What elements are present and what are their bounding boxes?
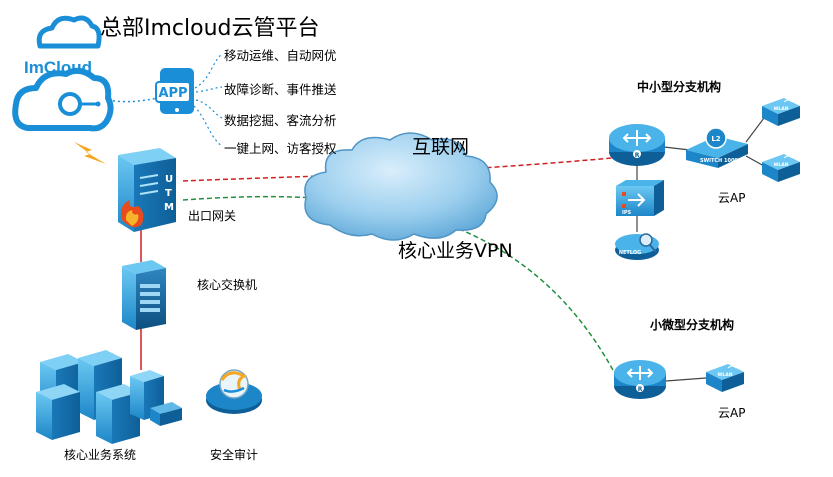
security-audit-label: 安全审计 xyxy=(210,448,259,462)
small-branch-router: R xyxy=(614,360,666,399)
security-audit-device xyxy=(206,369,262,414)
switch-tag-switch: SWITCH xyxy=(700,158,722,164)
utm-tag-m: M xyxy=(164,202,174,213)
small-router-to-ap-link xyxy=(665,377,707,382)
feature-item-1: 移动运维、自动网优 xyxy=(224,48,337,63)
switch-to-ap2-link xyxy=(745,155,765,167)
svg-text:R: R xyxy=(635,152,640,159)
wifi-icon-3 xyxy=(727,365,737,369)
small-branch-title: 小微型分支机构 xyxy=(650,318,735,332)
magnifier-icon xyxy=(639,233,653,247)
netlog-device: NETLOG xyxy=(615,233,659,260)
medium-ap-1: WLAN xyxy=(762,98,800,126)
feature-item-2: 故障诊断、事件推送 xyxy=(224,82,337,97)
small-branch-ap-label: 云AP xyxy=(718,406,746,420)
medium-branch-title: 中小型分支机构 xyxy=(637,80,722,94)
core-systems-servers xyxy=(36,350,182,444)
small-ap: WLAN xyxy=(706,364,744,392)
medium-branch-ap-label: 云AP xyxy=(718,191,746,205)
ips-tag: IPS xyxy=(622,210,632,216)
app-feature-dotted-3 xyxy=(195,99,223,119)
utm-tag-u: U xyxy=(165,174,173,185)
vpn-label: 核心业务VPN xyxy=(398,240,513,262)
wlan-tag-1: WLAN xyxy=(773,106,788,112)
wlan-tag-2: WLAN xyxy=(773,162,788,168)
switch-tag-speed: 1000M xyxy=(724,158,743,164)
netlog-tag: NETLOG xyxy=(619,250,641,256)
audit-swirl-icon xyxy=(220,371,248,391)
l2-switch-device: L2 SWITCH 1000M xyxy=(686,127,748,168)
small-router-arrows-icon xyxy=(626,366,654,380)
imcloud-logo: ImCloud xyxy=(12,15,114,132)
utm-gateway-device: U T M xyxy=(118,148,176,232)
router-to-switch-link xyxy=(663,146,691,151)
medium-branch-router: R xyxy=(609,124,665,166)
medium-ap-2: WLAN xyxy=(762,154,800,182)
small-cloud-icon xyxy=(36,15,102,49)
wifi-icon-1 xyxy=(783,99,793,103)
feature-item-4: 一键上网、访客授权 xyxy=(224,141,337,156)
large-cloud-icon xyxy=(12,67,114,132)
app-feature-dotted-2 xyxy=(195,86,223,93)
core-systems-label: 核心业务系统 xyxy=(64,448,137,462)
core-switch-device xyxy=(122,260,166,330)
internet-label: 互联网 xyxy=(412,136,470,158)
svg-text:R: R xyxy=(638,386,643,393)
app-phone-icon: APP xyxy=(155,68,194,114)
ips-arrow-icon xyxy=(628,193,646,207)
switch-to-ap1-link xyxy=(745,117,765,143)
cloud-node-icon xyxy=(58,92,82,116)
app-feature-dotted-1 xyxy=(194,53,223,89)
wifi-icon-2 xyxy=(783,155,793,159)
utm-tag-t: T xyxy=(165,188,172,199)
platform-title: 总部Imcloud云管平台 xyxy=(100,16,320,41)
router-arrows-icon xyxy=(622,130,652,146)
wlan-tag-3: WLAN xyxy=(717,372,732,378)
internet-cloud xyxy=(304,132,498,241)
core-switch-label: 核心交换机 xyxy=(197,278,258,292)
app-badge-text: APP xyxy=(158,86,187,101)
lightning-icon xyxy=(74,142,106,164)
feature-item-3: 数据挖掘、客流分析 xyxy=(224,113,337,128)
switch-tag-l2: L2 xyxy=(711,135,720,143)
gateway-label: 出口网关 xyxy=(188,209,237,223)
ips-device: IPS xyxy=(616,180,664,216)
app-feature-dotted-4 xyxy=(193,105,223,147)
